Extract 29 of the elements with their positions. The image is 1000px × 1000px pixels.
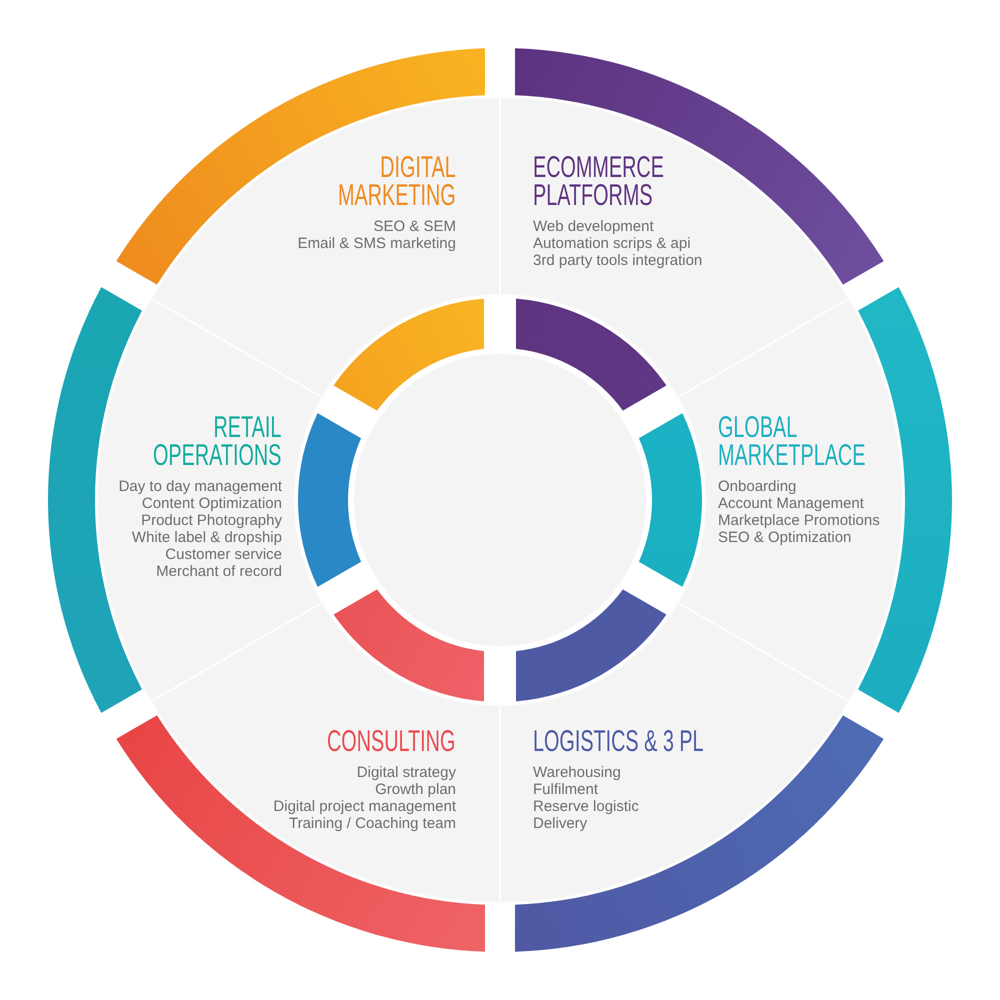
sector-heading: DIGITAL MARKETING [338, 154, 456, 210]
service-item: Email & SMS marketing [298, 235, 456, 252]
service-item: SEO & Optimization [718, 529, 852, 546]
service-item: 3rd party tools integration [533, 252, 702, 269]
service-item: Training / Coaching team [288, 815, 456, 832]
service-item: Reserve logistic [533, 798, 639, 815]
service-item: Customer service [165, 546, 282, 563]
service-item: Product Photography [141, 512, 282, 529]
service-item: Growth plan [375, 781, 456, 798]
service-item: White label & dropship [132, 529, 282, 546]
service-item: Automation scrips & api [533, 235, 691, 252]
sector-heading: ECOMMERCE PLATFORMS [533, 154, 664, 210]
service-item: Warehousing [533, 764, 621, 781]
service-item: Delivery [533, 815, 588, 832]
service-item: Account Management [718, 495, 864, 512]
service-item: Fulfilment [533, 781, 598, 798]
service-item: Digital strategy [356, 764, 456, 781]
sector-heading: CONSULTING [327, 728, 456, 756]
sector-heading: GLOBAL MARKETPLACE [718, 414, 866, 470]
sector-heading: RETAIL OPERATIONS [153, 414, 282, 470]
service-item: Web development [533, 218, 654, 235]
service-item: Digital project management [273, 798, 456, 815]
service-item: SEO & SEM [373, 218, 456, 235]
service-item: Marketplace Promotions [718, 512, 880, 529]
service-item: Onboarding [718, 478, 796, 495]
service-item: Day to day management [118, 478, 282, 495]
service-item: Content Optimization [142, 495, 282, 512]
sector-heading: LOGISTICS & 3 PL [533, 728, 704, 756]
service-item: Merchant of record [156, 563, 282, 580]
